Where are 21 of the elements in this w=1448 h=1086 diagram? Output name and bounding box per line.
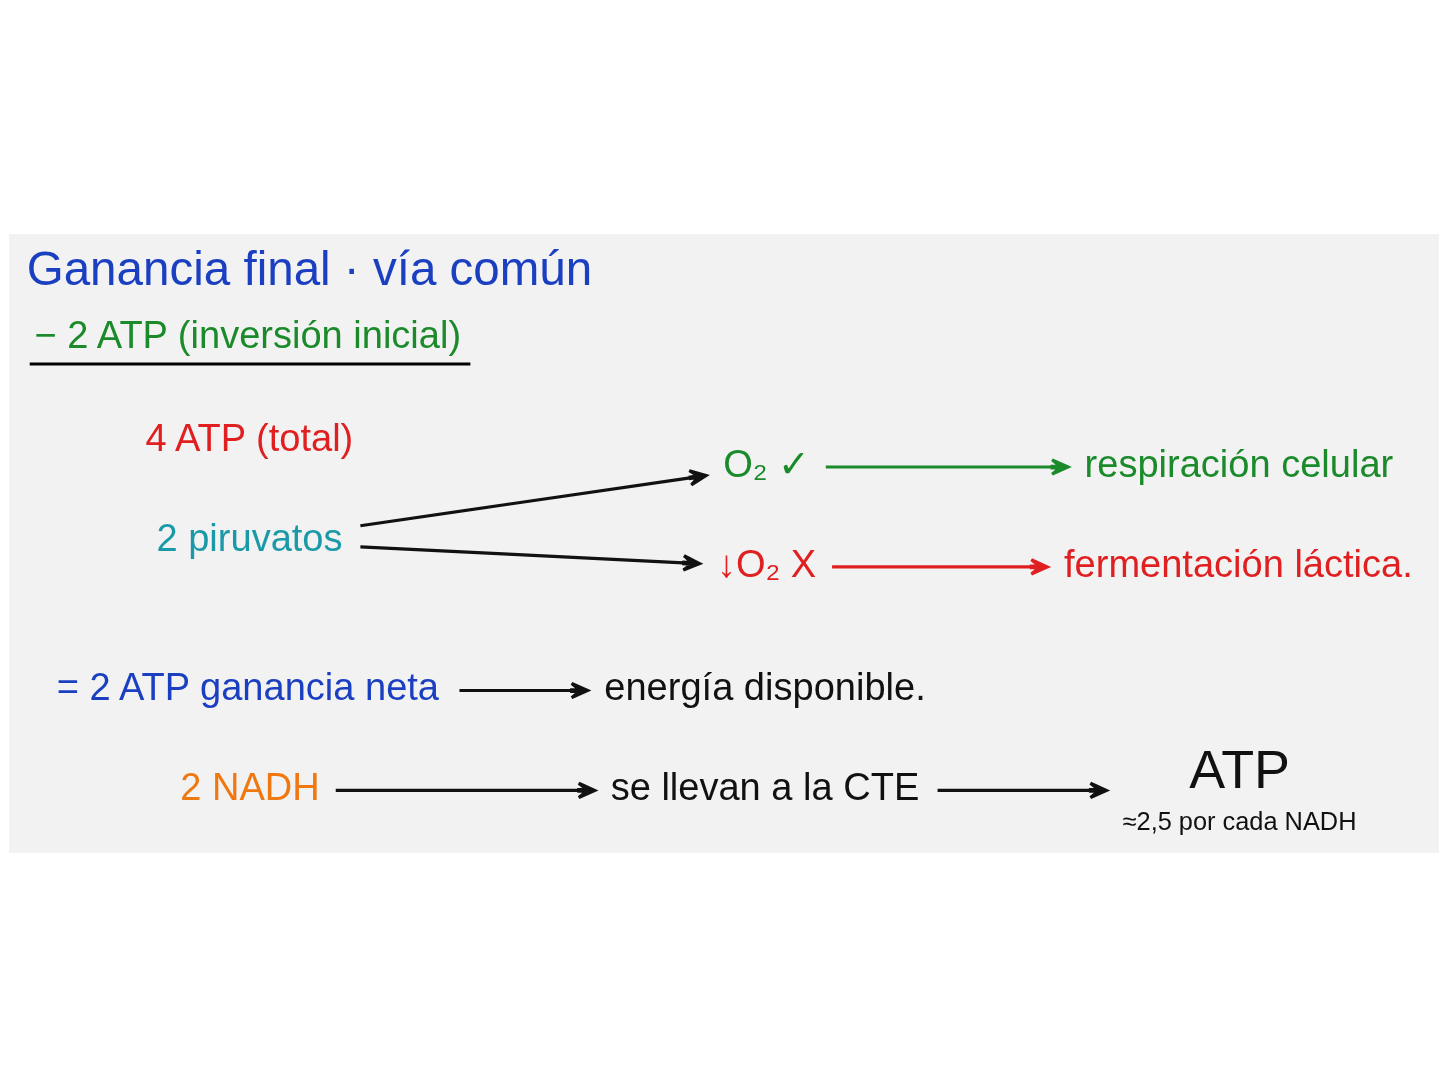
node-text: 2 piruvatos (156, 516, 343, 559)
arrow (360, 544, 702, 572)
node-text: O₂ ✓ (723, 442, 811, 485)
node-text: = 2 ATP ganancia neta (56, 665, 440, 708)
arrow (825, 457, 1070, 476)
node-text: 2 NADH (180, 765, 320, 808)
node-text: ATP (1189, 738, 1291, 799)
arrow (832, 557, 1049, 576)
node-text: se llevan a la CTE (610, 765, 920, 808)
arrow (459, 681, 590, 699)
node-text: fermentación láctica. (1064, 542, 1413, 585)
node-label: ≈2,5 por cada NADH (1122, 806, 1357, 835)
arrow (335, 781, 597, 799)
arrow (360, 468, 708, 527)
label: − 2 ATP (inversión inicial) (34, 313, 462, 356)
node-text: energía disponible. (604, 665, 926, 708)
label: 4 ATP (total) (145, 416, 354, 459)
node-text: respiración celular (1084, 442, 1394, 485)
node-text: ↓O₂ X (716, 542, 817, 585)
arrow (937, 781, 1108, 799)
diagram-title: Ganancia final · vía común (26, 241, 593, 295)
